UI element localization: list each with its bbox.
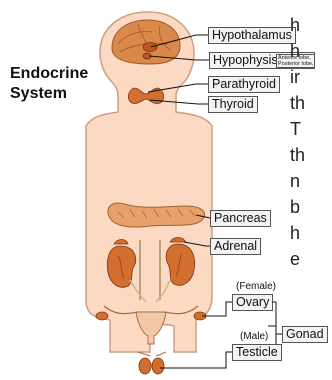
- diagram-title: Endocrine System: [10, 64, 110, 104]
- label-male: (Male): [240, 331, 268, 342]
- left-ovary: [96, 312, 108, 320]
- hypothalamus-organ: [143, 43, 157, 52]
- label-female: (Female): [236, 281, 276, 292]
- label-gonad: Gonad: [282, 326, 328, 343]
- label-hypothalamus: Hypothalamus: [208, 27, 296, 44]
- label-ovary: Ovary: [232, 294, 273, 311]
- label-parathyroid: Parathyroid: [208, 76, 280, 93]
- label-adrenal: Adrenal: [210, 238, 261, 255]
- left-testicle: [139, 358, 151, 374]
- label-thyroid: Thyroid: [208, 96, 258, 113]
- label-pancreas: Pancreas: [210, 210, 271, 227]
- label-testicle: Testicle: [232, 344, 282, 361]
- right-testicle: [152, 358, 164, 374]
